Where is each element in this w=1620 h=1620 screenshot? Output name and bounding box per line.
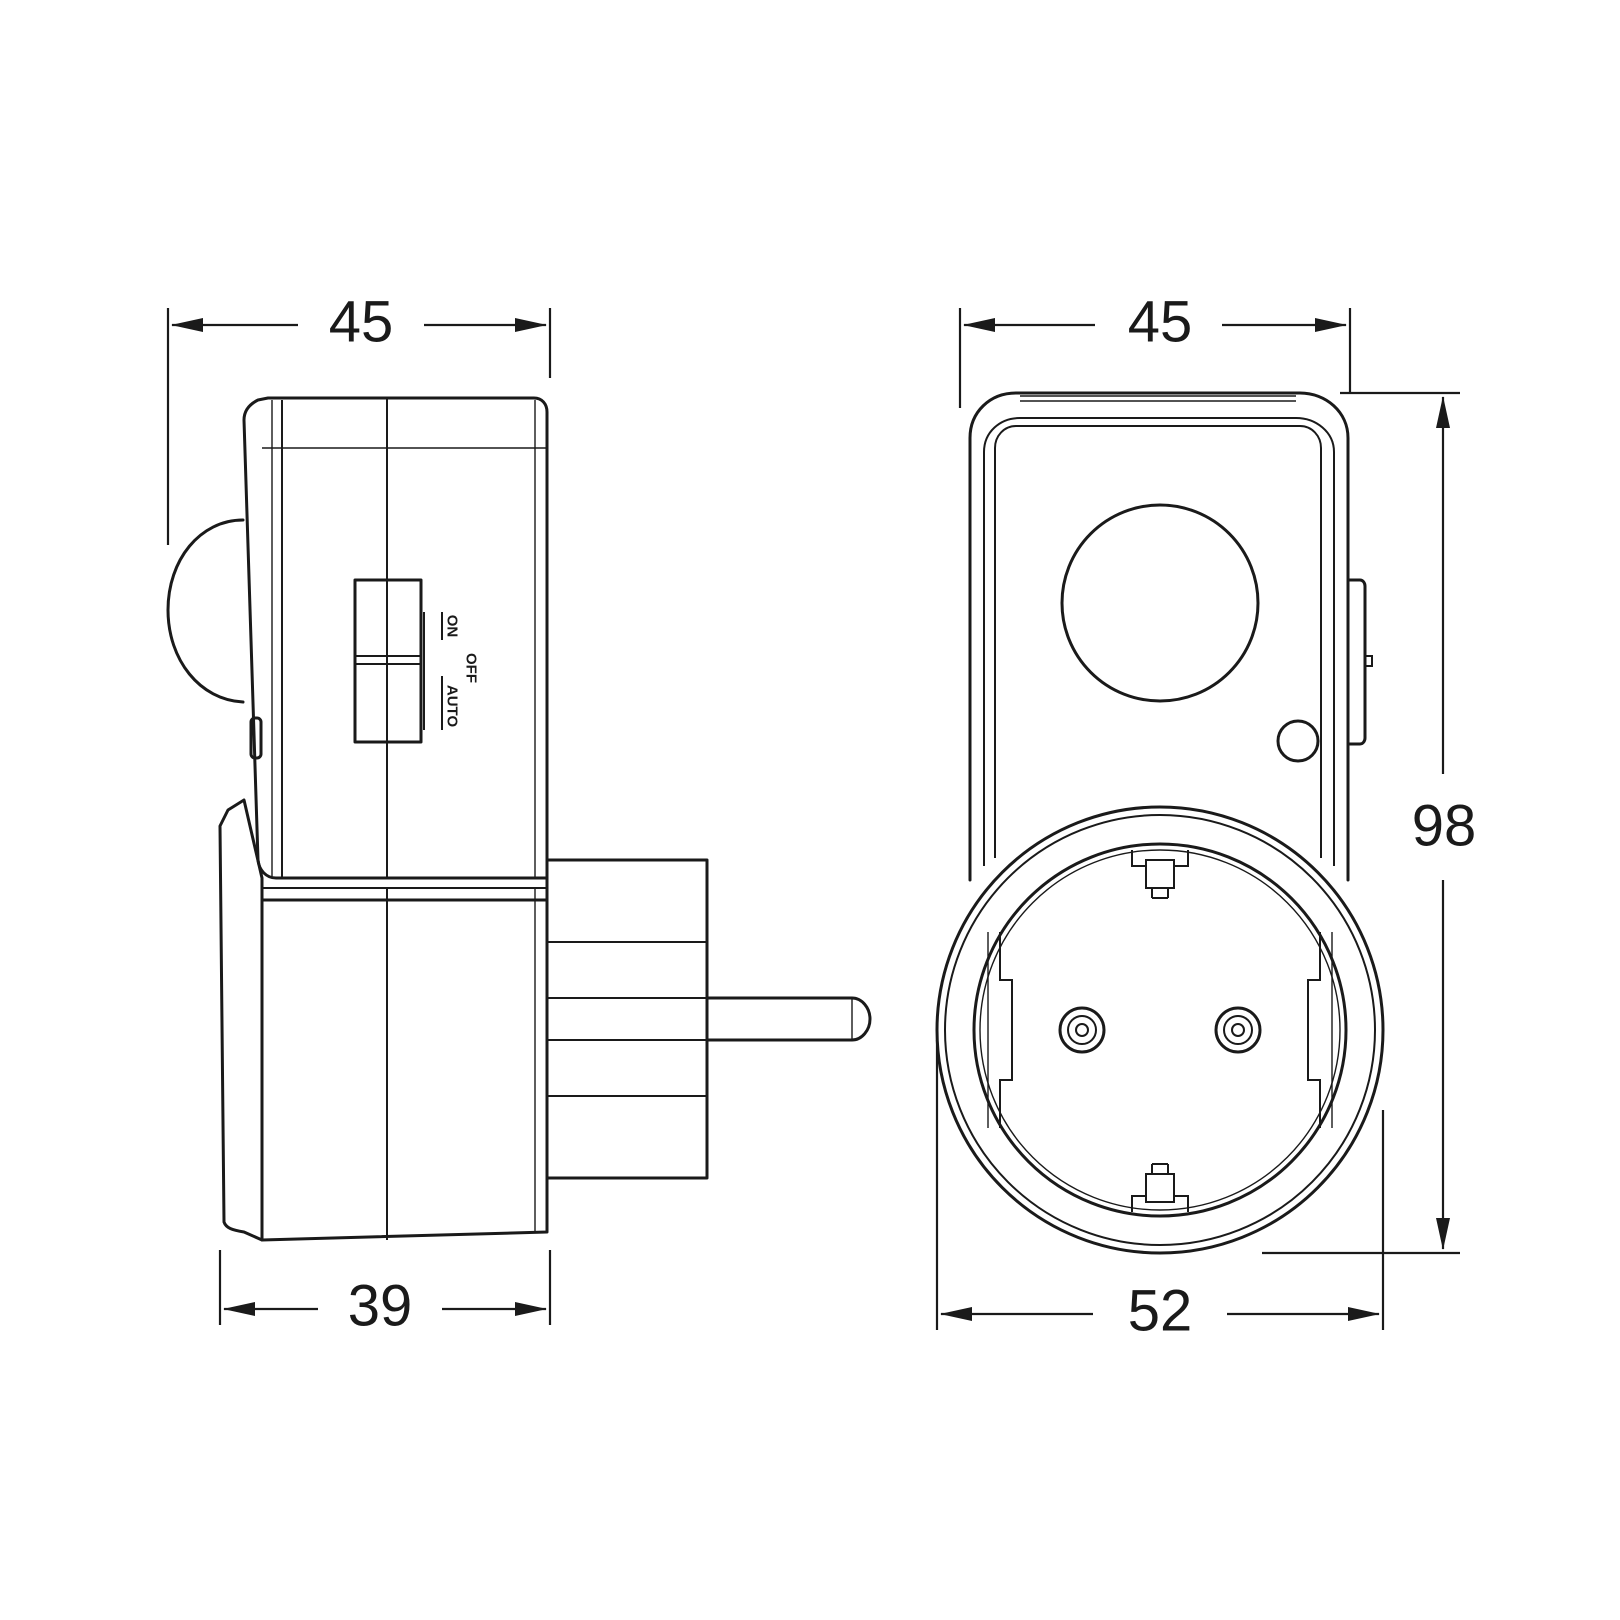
side-depth-dimension: 39 bbox=[218, 1250, 552, 1339]
socket-recess bbox=[987, 932, 1333, 1128]
motion-sensor-dome bbox=[166, 518, 245, 704]
earth-clip-top bbox=[1131, 850, 1189, 899]
side-plug bbox=[545, 858, 872, 1180]
side-view: 45 bbox=[166, 290, 872, 1339]
side-width-label: 45 bbox=[329, 290, 394, 355]
socket-pin-hole-left bbox=[1058, 1006, 1106, 1054]
front-height-label: 98 bbox=[1412, 794, 1477, 859]
switch-label-auto: AUTO bbox=[444, 685, 461, 728]
mode-switch: ON OFF AUTO bbox=[353, 578, 480, 744]
front-view: 45 bbox=[935, 290, 1477, 1344]
earth-clip-bottom bbox=[1131, 1163, 1189, 1212]
socket-inner-ring bbox=[972, 842, 1348, 1218]
switch-label-on: ON bbox=[444, 615, 461, 638]
front-housing bbox=[968, 391, 1350, 882]
plug-pin bbox=[705, 996, 872, 1042]
sensor-lens bbox=[1060, 503, 1260, 703]
side-depth-label: 39 bbox=[348, 1274, 413, 1339]
socket-pin-hole-right bbox=[1214, 1006, 1262, 1054]
front-height-dimension: 98 bbox=[1262, 391, 1477, 1255]
front-width-label: 45 bbox=[1128, 290, 1193, 355]
side-dial bbox=[1346, 578, 1367, 746]
switch-label-off: OFF bbox=[463, 653, 480, 683]
front-width-dimension: 45 bbox=[958, 290, 1352, 408]
side-lower-housing bbox=[218, 798, 549, 1242]
side-button bbox=[249, 716, 263, 760]
front-socket-width-label: 52 bbox=[1128, 1279, 1193, 1344]
side-width-dimension: 45 bbox=[166, 290, 552, 545]
led-indicator bbox=[1276, 719, 1320, 763]
socket-outer-ring bbox=[935, 805, 1385, 1255]
side-upper-housing bbox=[242, 396, 549, 880]
front-socket-width-dimension: 52 bbox=[935, 1040, 1385, 1344]
